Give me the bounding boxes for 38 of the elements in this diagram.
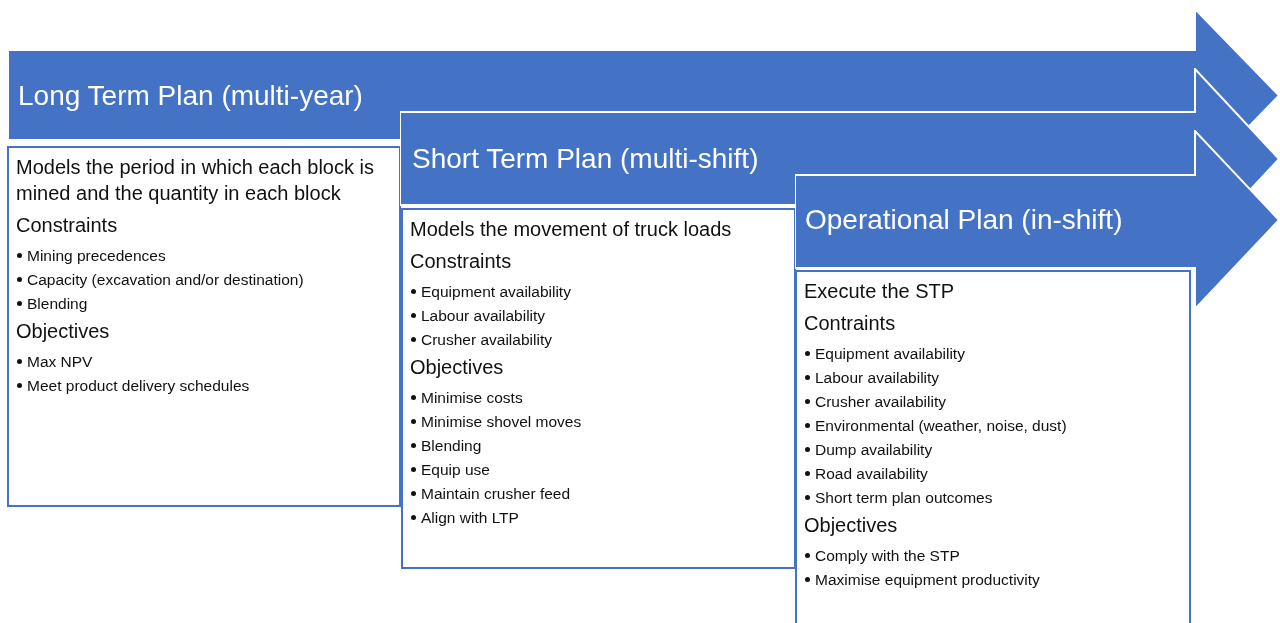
bullet-item: Road availability xyxy=(815,465,928,482)
banner-title: Operational Plan (in-shift) xyxy=(805,203,1123,237)
bullet-item: Capacity (excavation and/or destination) xyxy=(27,271,304,288)
bullet-item: Dump availability xyxy=(815,441,933,458)
banner-title: Long Term Plan (multi-year) xyxy=(18,78,363,113)
section-heading: Contraints xyxy=(804,311,897,336)
section-heading: Objectives xyxy=(410,355,505,380)
panel-heading: Models the movement of truck loads xyxy=(410,217,733,242)
panel-heading: Models the period in which each block is mined and the quantity in each block xyxy=(16,155,375,206)
bullet-item: Maximise equipment productivity xyxy=(815,571,1040,588)
bullet-item: Labour availability xyxy=(815,369,940,386)
text-panel xyxy=(7,146,401,507)
text-panel xyxy=(795,270,1191,623)
bullet-item: Minimise costs xyxy=(421,389,523,406)
bullet-item: Crusher availability xyxy=(815,393,946,410)
banner-title: Short Term Plan (multi-shift) xyxy=(412,142,759,176)
bullet-item: Align with LTP xyxy=(421,509,519,526)
bullet-item: Equip use xyxy=(421,461,490,478)
panel-heading: Execute the STP xyxy=(804,279,956,304)
bullet-item: Short term plan outcomes xyxy=(815,489,993,506)
bullet-item: Equipment availability xyxy=(421,283,571,300)
section-heading: Objectives xyxy=(804,513,899,538)
bullet-item: Meet product delivery schedules xyxy=(27,377,250,394)
bullet-item: Blending xyxy=(421,437,482,454)
bullet-item: Labour availability xyxy=(421,307,546,324)
bullet-item: Comply with the STP xyxy=(815,547,960,564)
bullet-item: Equipment availability xyxy=(815,345,965,362)
bullet-item: Maintain crusher feed xyxy=(421,485,571,502)
section-heading: Constraints xyxy=(410,249,513,274)
bullet-item: Max NPV xyxy=(27,353,93,370)
bullet-item: Crusher availability xyxy=(421,331,552,348)
bullet-item: Environmental (weather, noise, dust) xyxy=(815,417,1067,434)
bullet-item: Minimise shovel moves xyxy=(421,413,582,430)
bullet-item: Blending xyxy=(27,295,88,312)
section-heading: Constraints xyxy=(16,213,119,238)
section-heading: Objectives xyxy=(16,319,111,344)
bullet-item: Mining precedences xyxy=(27,247,166,264)
text-panel xyxy=(401,208,796,569)
